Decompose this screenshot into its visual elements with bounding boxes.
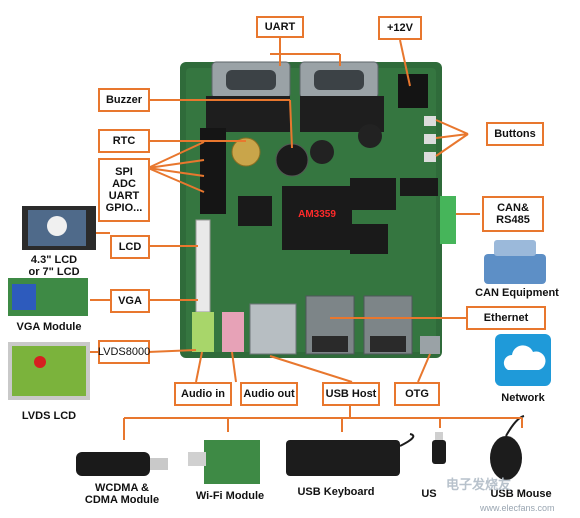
connector-lines bbox=[90, 36, 523, 440]
am3359-board bbox=[180, 61, 456, 358]
usb-keyboard-image bbox=[286, 433, 415, 476]
ethernet-callout: Ethernet bbox=[466, 306, 546, 330]
wifi-module-image bbox=[188, 440, 260, 484]
audio-out-callout: Audio out bbox=[240, 382, 298, 406]
usb-host-callout: USB Host bbox=[322, 382, 380, 406]
spi-label: SPI bbox=[115, 166, 133, 178]
lcd-size-line2: or 7" LCD bbox=[28, 266, 80, 278]
lcd-size-label: 4.3" LCD or 7" LCD bbox=[6, 254, 102, 278]
usb-keyboard-label: USB Keyboard bbox=[297, 486, 375, 498]
can-equipment-label: CAN Equipment bbox=[475, 287, 559, 299]
audio-in-callout: Audio in bbox=[174, 382, 232, 406]
usb-disk-label: US bbox=[421, 488, 437, 500]
wifi-module-label: Wi-Fi Module bbox=[195, 490, 265, 502]
wcdma-dongle-image bbox=[76, 452, 168, 476]
wcdma-label: WCDMA & CDMA Module bbox=[62, 482, 182, 506]
lvds-lcd-photo bbox=[8, 342, 90, 400]
buzzer-callout: Buzzer bbox=[98, 88, 150, 112]
lvds-lcd-label: LVDS LCD bbox=[21, 410, 77, 422]
spi-adc-uart-gpio-callout: SPI ADC UART GPIO... bbox=[98, 158, 150, 222]
network-cloud-icon bbox=[495, 334, 551, 386]
lcd-size-line1: 4.3" LCD bbox=[30, 254, 78, 266]
wcdma-line1: WCDMA & bbox=[95, 482, 149, 494]
adc-label: ADC bbox=[112, 178, 136, 190]
vga-module-label: VGA Module bbox=[16, 321, 82, 333]
lcd-callout: LCD bbox=[110, 235, 150, 259]
gpio-label: GPIO... bbox=[105, 202, 143, 214]
wcdma-line2: CDMA Module bbox=[84, 494, 160, 506]
uart-callout: UART bbox=[256, 16, 304, 38]
lcd-photo bbox=[22, 206, 96, 250]
vga-callout: VGA bbox=[110, 289, 150, 313]
vga-module-photo bbox=[8, 278, 88, 316]
usb-mouse-image bbox=[490, 415, 525, 480]
rtc-callout: RTC bbox=[98, 129, 150, 153]
can-label: CAN& bbox=[497, 202, 529, 214]
buttons-callout: Buttons bbox=[486, 122, 544, 146]
watermark-url: www.elecfans.com bbox=[480, 503, 555, 513]
lvds8000-callout: LVDS8000 bbox=[98, 340, 150, 364]
usb-mouse-label: USB Mouse bbox=[490, 488, 552, 500]
usb-disk-image bbox=[432, 432, 446, 464]
rs485-label: RS485 bbox=[496, 214, 530, 226]
power-12v-callout: +12V bbox=[378, 16, 422, 40]
uart-label: UART bbox=[108, 190, 140, 202]
otg-callout: OTG bbox=[394, 382, 440, 406]
can-equipment-image bbox=[484, 240, 546, 284]
network-label: Network bbox=[501, 392, 545, 404]
soc-label: AM3359 bbox=[298, 209, 336, 220]
watermark-text: 电子发烧友 bbox=[446, 477, 512, 492]
can-rs485-callout: CAN& RS485 bbox=[482, 196, 544, 232]
